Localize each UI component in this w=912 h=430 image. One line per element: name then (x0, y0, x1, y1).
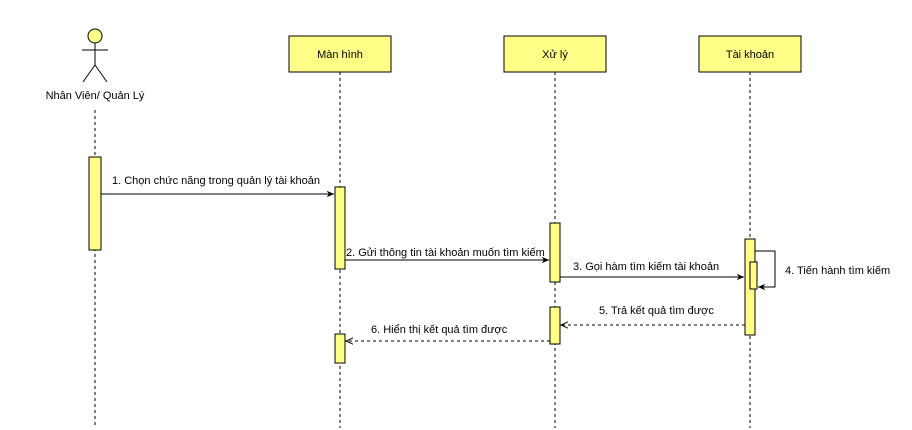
activation-man-hinh-2 (334, 333, 346, 364)
participant-xu-ly: Xử lý (503, 35, 607, 428)
actor-label: Nhân Viên/ Quản Lý (46, 90, 145, 102)
message-label: 1. Chọn chức năng trong quản lý tài khoả… (112, 175, 320, 187)
message-label: 2. Gửi thông tin tài khoản muốn tìm kiếm (346, 247, 545, 259)
participant-label: Màn hình (317, 49, 363, 61)
participant-man-hinh: Màn hình (288, 35, 392, 428)
message-2: 2. Gửi thông tin tài khoản muốn tìm kiếm (345, 247, 549, 264)
message-label: 6. Hiển thị kết quả tìm được (371, 324, 508, 336)
activation-xu-ly-2 (549, 306, 561, 345)
activation-xu-ly-1 (549, 222, 561, 283)
participant-tai-khoan: Tài khoản (698, 35, 802, 428)
message-4: 4. Tiến hành tìm kiếm (755, 250, 890, 291)
actor-nhan-vien: Nhân Viên/ Quản Lý (46, 28, 145, 428)
message-1: 1. Chọn chức năng trong quản lý tài khoả… (101, 175, 334, 198)
message-3: 3. Gọi hàm tìm kiếm tài khoản (560, 261, 744, 281)
message-arrow (755, 250, 776, 291)
message-label: 5. Trả kết quả tìm được (599, 305, 714, 317)
activation-actor (88, 156, 102, 251)
participant-label: Xử lý (542, 49, 568, 61)
activation-tai-khoan-2 (749, 261, 758, 290)
message-6: 6. Hiển thị kết quả tìm được (346, 324, 550, 341)
participant-box (288, 35, 392, 73)
participant-label: Tài khoản (726, 49, 774, 61)
participant-box (503, 35, 607, 73)
message-5: 5. Trả kết quả tìm được (561, 305, 745, 325)
activation-man-hinh-1 (334, 186, 346, 270)
participant-box (698, 35, 802, 73)
message-label: 3. Gọi hàm tìm kiếm tài khoản (573, 261, 719, 273)
stick-figure-icon (82, 28, 108, 83)
message-label: 4. Tiến hành tìm kiếm (785, 265, 890, 277)
